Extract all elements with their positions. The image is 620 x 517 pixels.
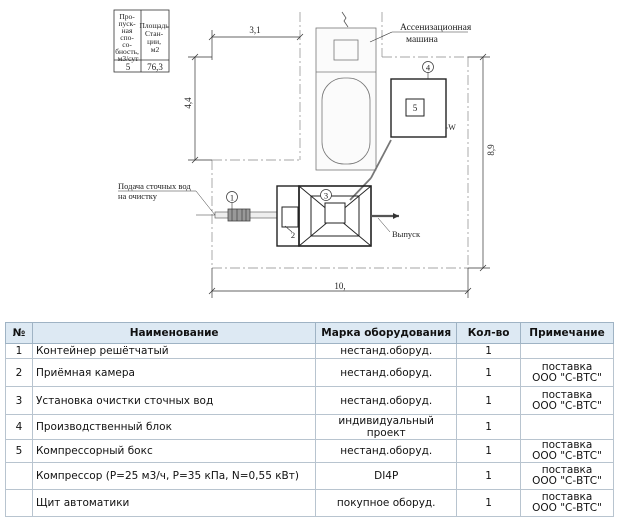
- callout-5: 5: [413, 103, 418, 113]
- table-row: 1 Контейнер решётчатый нестанд.оборуд. 1: [5, 343, 614, 359]
- production-block: 5 4 W: [390, 61, 456, 138]
- callout-3: 3: [324, 191, 328, 201]
- mini-table-col2-header: Площадь Стан- ции, м2: [139, 21, 170, 54]
- dimension-top: 3,1: [249, 25, 260, 35]
- outlet-label: Выпуск: [392, 229, 421, 239]
- header-name: Наименование: [31, 322, 317, 344]
- header-note: Примечание: [520, 322, 614, 344]
- inlet-pipe: 1: [196, 191, 278, 222]
- dimension-left: 4,4: [183, 97, 193, 109]
- header-quantity: Кол-во: [456, 322, 522, 344]
- w-label: W: [448, 123, 456, 132]
- outlet-pipe: Выпуск: [371, 213, 421, 239]
- svg-text:на очистку: на очистку: [118, 191, 158, 201]
- table-row: 3 Установка очистки сточных вод нестанд.…: [5, 386, 614, 415]
- mini-table-capacity-value: 5: [126, 62, 131, 72]
- callout-1: 1: [230, 193, 234, 203]
- capacity-mini-table: Про- пуск- ная спо- со- бность, м3/сут П…: [113, 9, 170, 73]
- site-plan-drawing: Про- пуск- ная спо- со- бность, м3/сут П…: [113, 9, 496, 298]
- treatment-unit: [298, 185, 372, 247]
- mini-table-area-value: 76,3: [147, 62, 163, 72]
- dimension-bottom: 10,: [334, 281, 345, 291]
- table-row: Компрессор (Р=25 м3/ч, Р=35 кПа, N=0,55 …: [5, 462, 614, 490]
- callout-4: 4: [426, 63, 431, 73]
- table-row: 5 Компрессорный бокс нестанд.оборуд. 1 п…: [5, 439, 614, 463]
- receiving-chamber: 2: [276, 185, 300, 247]
- table-header-row: № Наименование Марка оборудования Кол-во…: [5, 322, 614, 344]
- mini-table-col1-header: Про- пуск- ная спо- со- бность, м3/сут: [115, 12, 141, 63]
- table-row: 4 Производственный блок индивидуальный п…: [5, 414, 614, 440]
- svg-text:машина: машина: [406, 35, 439, 45]
- site-boundary: [211, 12, 469, 269]
- header-brand: Марка оборудования: [315, 322, 458, 344]
- table-row: 2 Приёмная камера нестанд.оборуд. 1 пост…: [5, 358, 614, 387]
- inlet-label: Подача сточных вод на очистку: [118, 181, 216, 216]
- dimension-right: 8,9: [486, 144, 496, 156]
- svg-text:Ассенизационная: Ассенизационная: [400, 23, 472, 33]
- sewage-truck: [315, 11, 377, 171]
- header-number: №: [5, 322, 33, 344]
- dimension-lines: [188, 30, 490, 298]
- callout-2: 2: [291, 230, 295, 240]
- table-row: Щит автоматики покупное оборуд. 1 постав…: [5, 489, 614, 517]
- svg-text:Подача сточных вод: Подача сточных вод: [118, 181, 191, 191]
- truck-label: Ассенизационная машина: [369, 23, 472, 45]
- equipment-table: № Наименование Марка оборудования Кол-во…: [5, 322, 614, 517]
